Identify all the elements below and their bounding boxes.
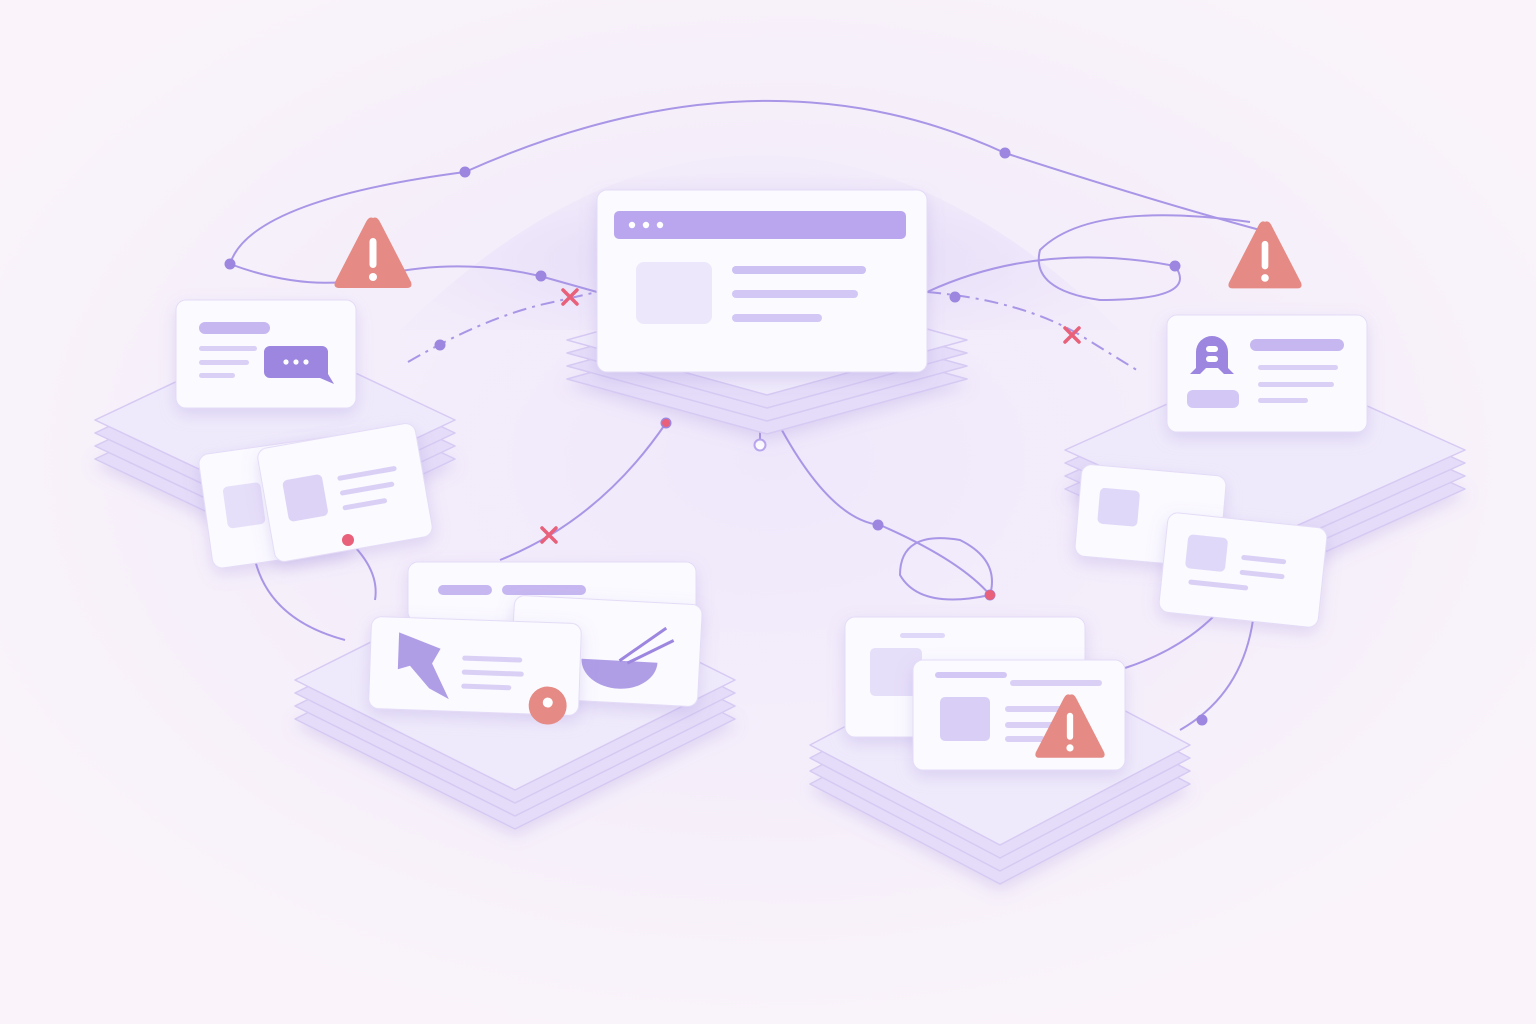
- connection-node: [872, 519, 884, 531]
- connection-node: [434, 339, 446, 351]
- text-line: [199, 346, 257, 351]
- text-line: [1005, 736, 1045, 742]
- location-dot: [542, 697, 553, 708]
- badge: [1187, 390, 1239, 408]
- chat-bubble-icon: [264, 346, 334, 384]
- text-line: [199, 373, 235, 378]
- error-node: [662, 419, 670, 427]
- connection-node: [459, 166, 471, 178]
- window-dot: [642, 221, 650, 229]
- window-card: [596, 189, 928, 373]
- text-line: [1258, 398, 1308, 403]
- text-line: [502, 585, 586, 595]
- title-bar: [614, 211, 906, 239]
- window-card: [1158, 512, 1328, 628]
- text-line: [935, 672, 1007, 678]
- error-node: [985, 590, 995, 600]
- text-line: [732, 290, 858, 298]
- x-strokes: [540, 526, 558, 544]
- image-placeholder: [223, 482, 266, 529]
- chat-dot: [283, 359, 289, 365]
- text-line: [461, 669, 524, 677]
- chat-dot: [293, 359, 299, 365]
- connection-node: [1196, 714, 1208, 726]
- text-line: [1188, 579, 1249, 591]
- exclamation-bar: [1261, 240, 1269, 270]
- broken-link-x-icon: [561, 288, 579, 306]
- food-bowl-icon: [581, 658, 658, 689]
- connection-node: [224, 258, 236, 270]
- text-line: [1010, 680, 1102, 686]
- exclamation-bar: [1066, 712, 1074, 740]
- text-line: [900, 633, 945, 638]
- heading-line: [1250, 339, 1344, 351]
- x-strokes: [561, 288, 579, 306]
- face: [1206, 346, 1218, 352]
- face: [1206, 356, 1218, 362]
- broken-link-x-icon: [1063, 326, 1081, 344]
- warning-triangle-icon: [334, 217, 412, 288]
- heading-line: [199, 322, 270, 334]
- text-line: [1239, 569, 1285, 580]
- chopsticks: [618, 626, 675, 665]
- text-line: [462, 655, 523, 663]
- connection-node: [753, 438, 767, 452]
- window-card: [368, 616, 582, 725]
- text-line: [340, 481, 395, 496]
- error-node: [342, 534, 354, 546]
- plane-icon: [397, 632, 449, 700]
- chat-dot: [303, 359, 309, 365]
- text-line: [438, 585, 492, 595]
- text-line: [337, 466, 397, 481]
- window-card: [175, 299, 357, 409]
- exclamation-dot: [369, 273, 377, 281]
- image-placeholder: [870, 648, 922, 696]
- exclamation-dot: [1261, 274, 1269, 282]
- window-card: [1166, 314, 1368, 433]
- connection-node: [535, 270, 547, 282]
- text-line: [732, 314, 822, 322]
- text-line: [1258, 382, 1334, 387]
- x-strokes: [1063, 326, 1081, 344]
- window-dot: [628, 221, 636, 229]
- exclamation-dot: [1066, 744, 1074, 752]
- broken-link-x-icon: [540, 526, 558, 544]
- text-line: [199, 360, 249, 365]
- connection-node: [999, 147, 1011, 159]
- image-placeholder: [940, 697, 990, 741]
- image-placeholder: [282, 474, 328, 522]
- image-placeholder: [1097, 487, 1140, 527]
- connection-node: [949, 291, 961, 303]
- image-placeholder: [636, 262, 712, 324]
- text-line: [461, 683, 512, 691]
- window-dot: [656, 221, 664, 229]
- warning-triangle-icon: [1035, 694, 1105, 758]
- warning-triangle-icon: [1228, 221, 1302, 289]
- text-line: [1258, 365, 1338, 370]
- status-marks: [334, 217, 1302, 758]
- card-body: [368, 616, 582, 716]
- window-card: [257, 423, 433, 562]
- text-line: [342, 498, 388, 511]
- exclamation-bar: [369, 238, 377, 268]
- connection-node: [1169, 260, 1181, 272]
- image-placeholder: [1185, 534, 1228, 572]
- text-line: [1241, 555, 1287, 565]
- text-line: [732, 266, 866, 274]
- user-avatar-icon: [1190, 336, 1234, 374]
